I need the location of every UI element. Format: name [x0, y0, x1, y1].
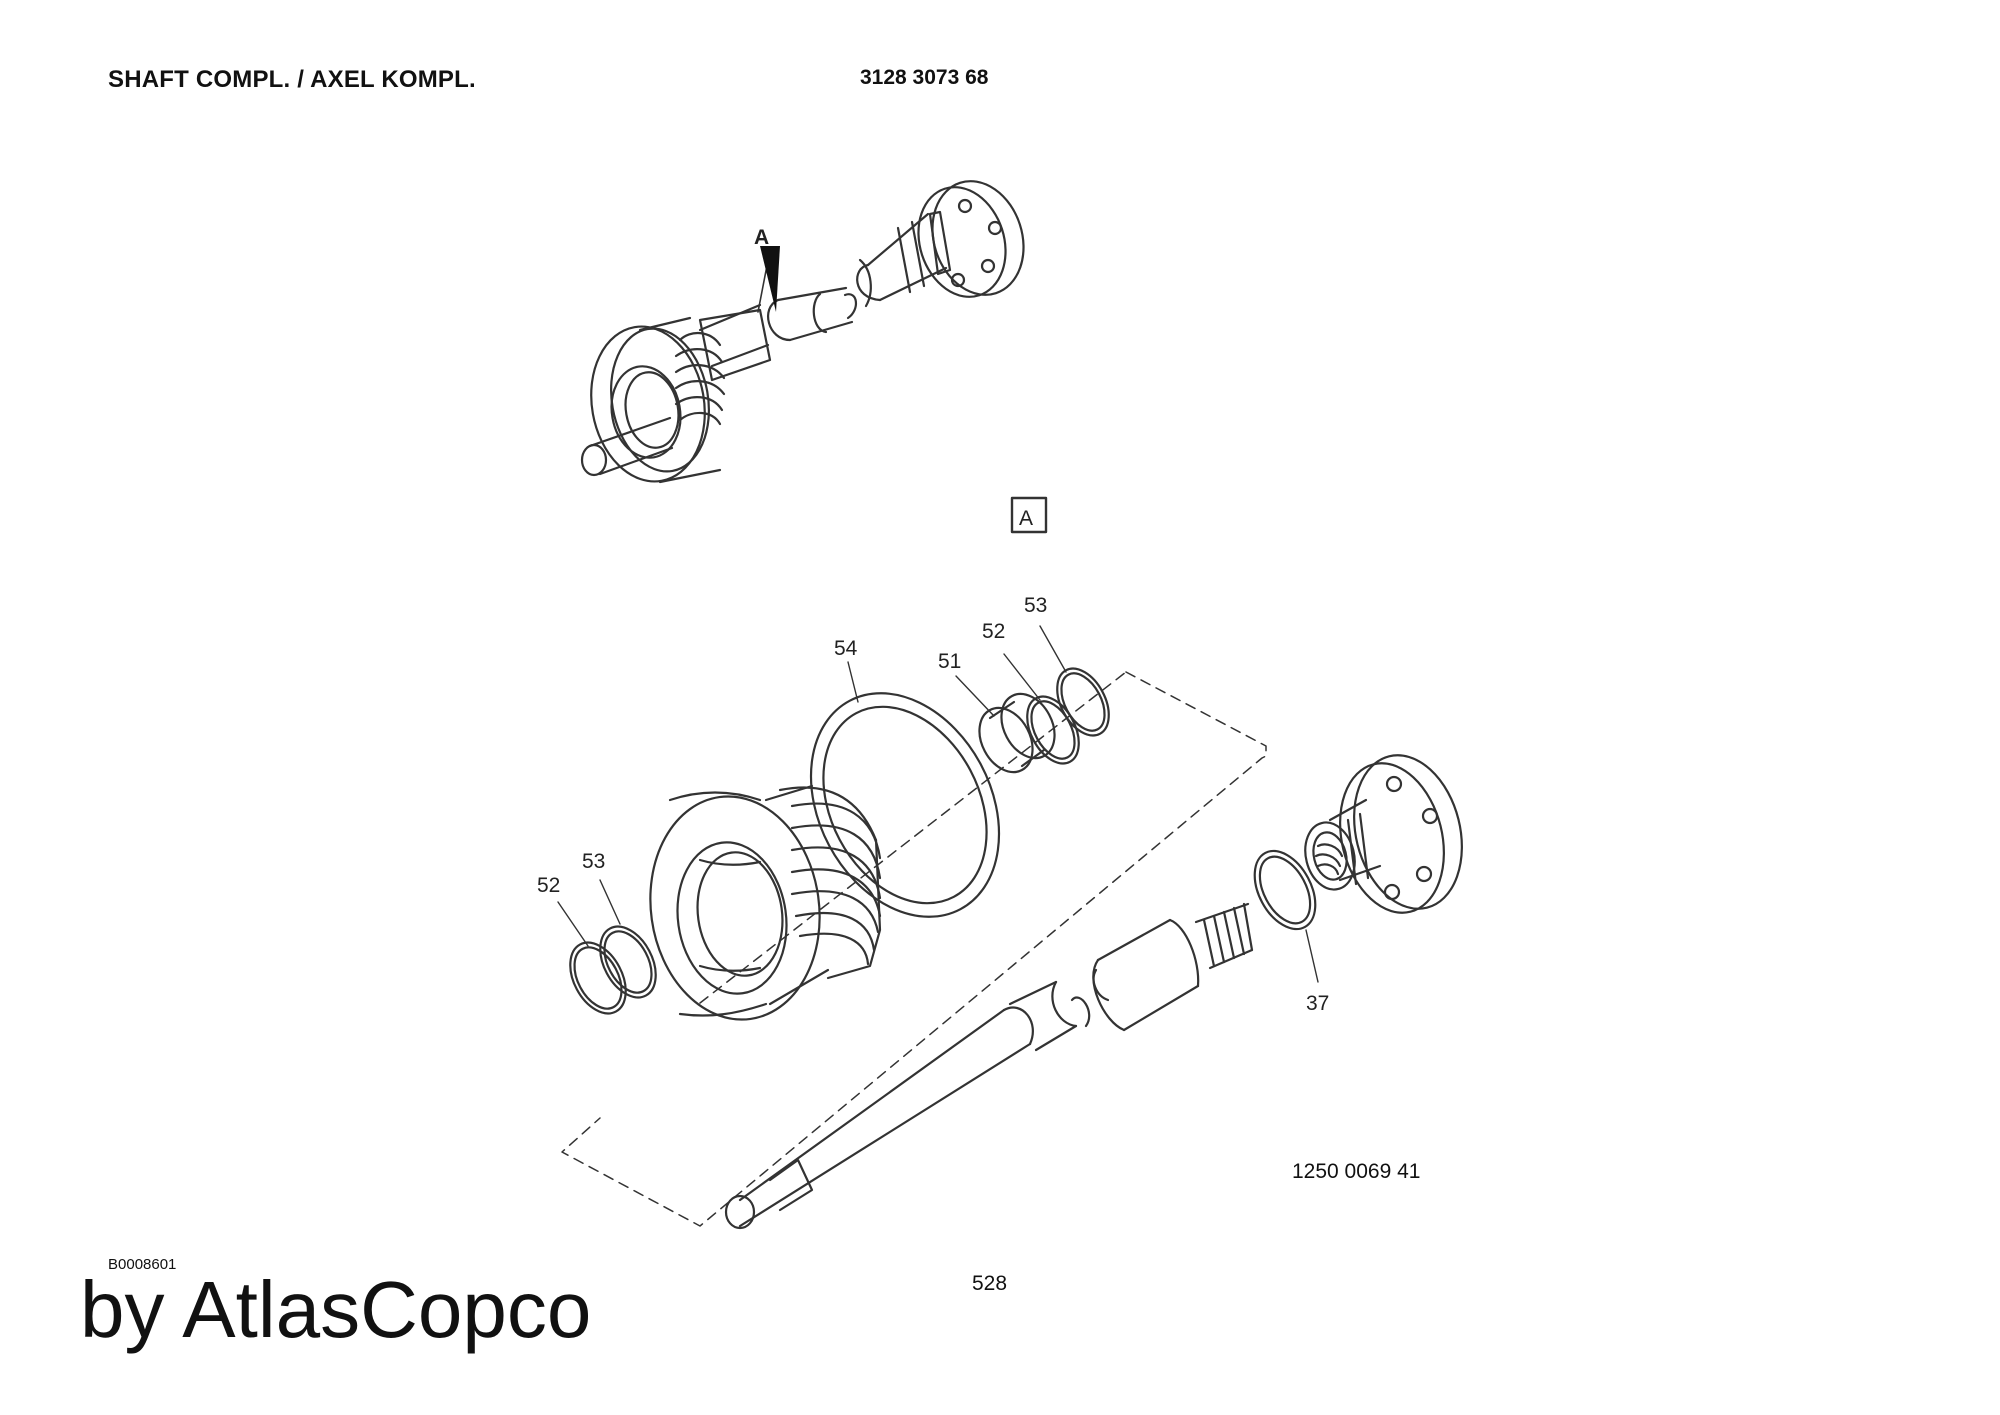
callout-53-top: 53	[1024, 594, 1047, 617]
page-number: 528	[972, 1272, 1008, 1295]
callout-52-top: 52	[982, 620, 1005, 643]
page-title: SHAFT COMPL. / AXEL KOMPL.	[108, 66, 476, 93]
drawing-number: 1250 0069 41	[1292, 1160, 1421, 1183]
callout-54: 54	[834, 637, 858, 660]
callout-51: 51	[938, 650, 961, 673]
callout-52-left: 52	[537, 874, 560, 897]
part-54-ring	[809, 692, 1001, 918]
detail-label-box	[1010, 496, 1048, 534]
callout-leaders	[557, 625, 1319, 983]
callout-53-left: 53	[582, 850, 605, 873]
assembled-shaft-view	[580, 180, 1025, 484]
callout-37: 37	[1306, 992, 1329, 1015]
part-52-53-rings-top	[1026, 667, 1110, 765]
exploded-boundary	[561, 671, 1267, 1227]
detail-label-text: A	[1019, 507, 1033, 530]
shaft-exploded	[724, 902, 1254, 1230]
part-number: 3128 3073 68	[860, 66, 989, 89]
image-id: B0008601	[108, 1256, 177, 1273]
part-52-53-rings-left	[569, 925, 657, 1015]
view-arrow-label: A	[754, 226, 769, 249]
brand-footer: by AtlasCopco	[80, 1265, 592, 1354]
part-37-ring	[1253, 849, 1317, 931]
flange-exploded	[1304, 754, 1463, 914]
threaded-bushing	[649, 784, 882, 1021]
